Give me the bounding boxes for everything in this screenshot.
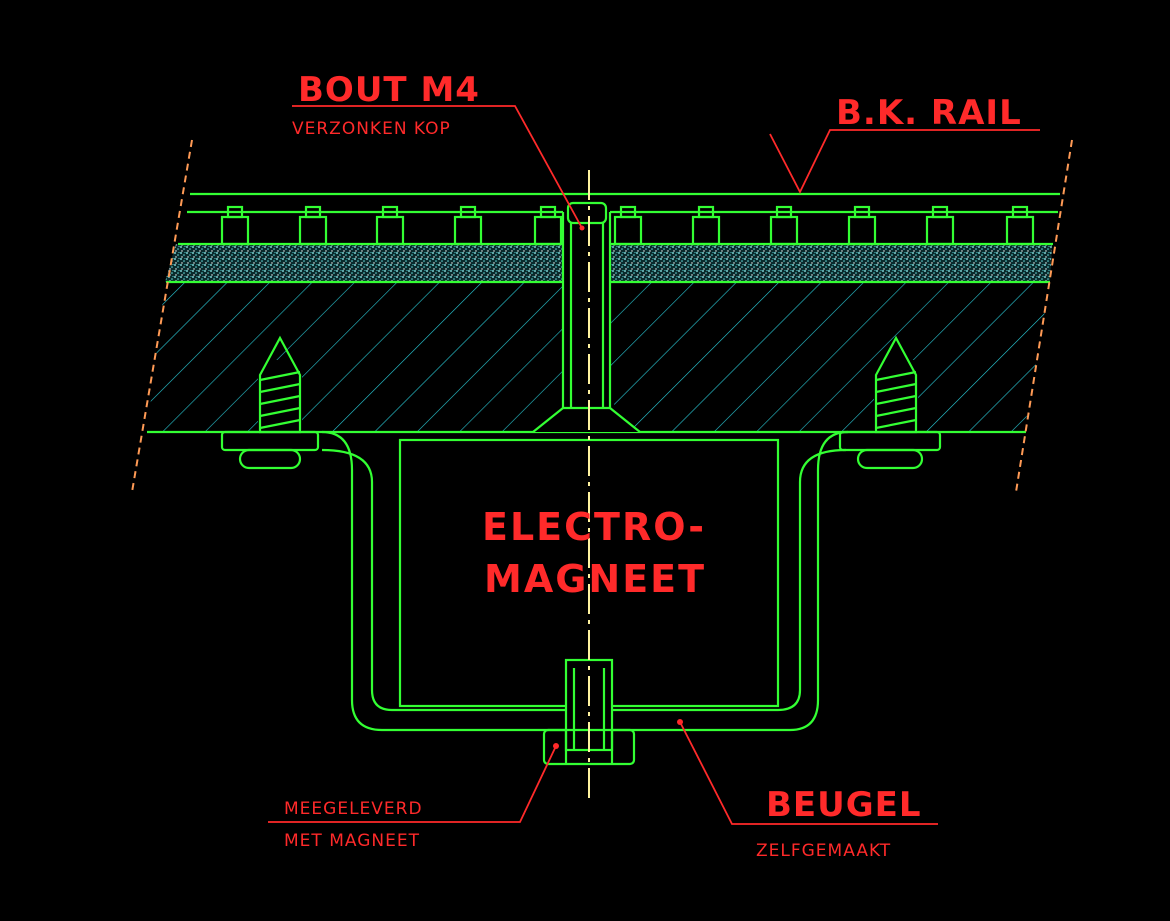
rail-tooth [769,215,799,246]
countersunk-bolt [532,201,641,433]
rail-tooth [533,215,563,246]
bracket-title: BEUGEL [766,785,922,825]
rail-teeth [220,205,1035,246]
rail-title: B.K. RAIL [836,93,1022,133]
rail-tooth [453,215,483,246]
rail-assembly [131,139,1073,493]
rail-tooth [1005,215,1035,246]
wood-screw-left [220,335,320,470]
bolt-subtitle: VERZONKEN KOP [292,119,451,139]
rail-tooth [925,215,955,246]
magnet-label-line1: ELECTRO- [482,505,706,549]
supplied-label-line1: MEEGELEVERD [284,799,423,819]
rail-tooth [691,215,721,246]
rail-tooth [220,215,250,246]
leader-lines [268,105,1040,825]
bracket-subtitle: ZELFGEMAAKT [756,841,891,861]
bolt-title: BOUT M4 [298,70,480,110]
magnet-label-line2: MAGNEET [484,557,706,601]
rail-tooth [613,215,643,246]
supplied-label-line2: MET MAGNEET [284,831,420,851]
rail-tooth [847,215,877,246]
rail-tooth [298,215,328,246]
wood-screw-right [838,335,942,470]
rail-tooth [375,215,405,246]
